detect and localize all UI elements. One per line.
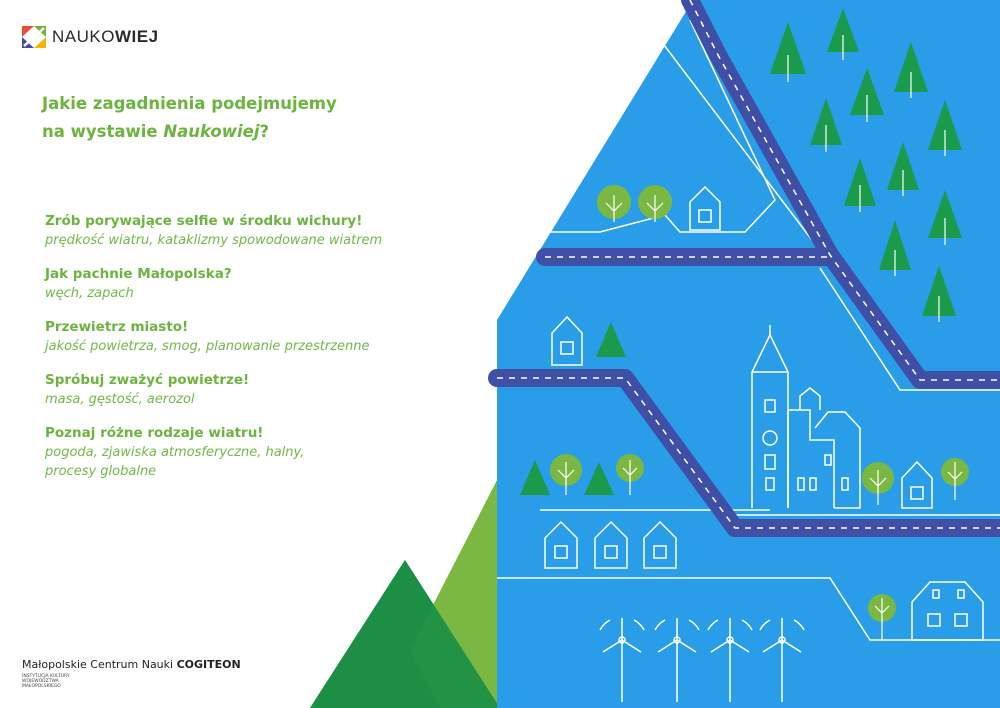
topic-subtitle: jakość powietrza, smog, planowanie przes… bbox=[45, 339, 370, 354]
list-item: Jak pachnie Małopolska? węch, zapach bbox=[45, 265, 465, 303]
topic-title: Jak pachnie Małopolska? bbox=[45, 266, 232, 282]
list-item: Przewietrz miasto! jakość powietrza, smo… bbox=[45, 318, 465, 356]
topic-list: Zrób porywające selfie w środku wichury!… bbox=[45, 212, 465, 496]
list-item: Zrób porywające selfie w środku wichury!… bbox=[45, 212, 465, 250]
topic-subtitle: pogoda, zjawiska atmosferyczne, halny, p… bbox=[45, 445, 305, 479]
brand-logo: NAUKOWIEJ bbox=[22, 26, 159, 48]
tower-icon bbox=[751, 325, 861, 509]
logo-icon bbox=[22, 26, 46, 48]
tree-icon bbox=[520, 8, 962, 495]
topic-title: Przewietrz miasto! bbox=[45, 319, 189, 335]
topic-title: Poznaj różne rodzaje wiatru! bbox=[45, 425, 264, 441]
topic-subtitle: węch, zapach bbox=[45, 286, 134, 301]
page-heading: Jakie zagadnienia podejmujemy na wystawi… bbox=[42, 90, 442, 146]
logo-wordmark: NAUKOWIEJ bbox=[52, 27, 159, 46]
topic-subtitle: masa, gęstość, aerozol bbox=[45, 392, 195, 407]
wind-turbine-icon bbox=[599, 618, 805, 702]
list-item: Spróbuj zważyć powietrze! masa, gęstość,… bbox=[45, 371, 465, 409]
footer-organization: Małopolskie Centrum Nauki COGITEON bbox=[22, 658, 241, 671]
topic-title: Zrób porywające selfie w środku wichury! bbox=[45, 213, 363, 229]
topic-subtitle: prędkość wiatru, kataklizmy spowodowane … bbox=[45, 233, 383, 248]
list-item: Poznaj różne rodzaje wiatru! pogoda, zja… bbox=[45, 424, 465, 481]
footer-institution: INSTYTUCJA KULTURY WOJEWÓDZTWA MAŁOPOLSK… bbox=[22, 674, 70, 689]
heading-line-1: Jakie zagadnienia podejmujemy bbox=[42, 94, 337, 113]
house-icon bbox=[544, 185, 984, 641]
heading-line-2: na wystawie Naukowiej? bbox=[42, 122, 270, 141]
topic-title: Spróbuj zważyć powietrze! bbox=[45, 372, 250, 388]
